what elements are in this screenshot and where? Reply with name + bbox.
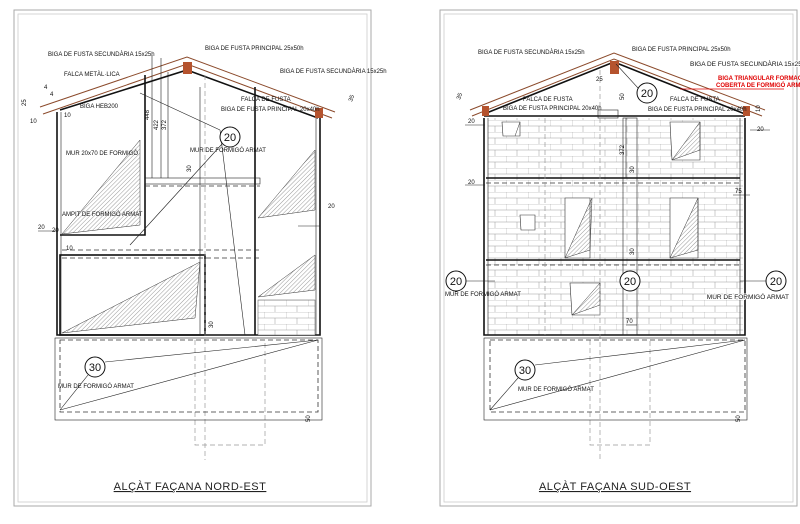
foundation [483, 337, 748, 421]
label-main-beam: BIGA DE FUSTA PRINCIPAL 25x50h [632, 47, 731, 53]
section-marker-20-right[interactable]: 20 [765, 270, 787, 292]
svg-text:75: 75 [735, 189, 742, 195]
main-beam-section [610, 61, 619, 74]
section-marker-20-top[interactable]: 20 [636, 82, 658, 104]
svg-text:25: 25 [596, 77, 603, 83]
label-main-beam-low: BIGA DE FUSTA PRINCIPAL 20x40h [221, 107, 320, 113]
section-marker-20-left[interactable]: 20 [445, 270, 467, 292]
label-sill: AMPIT DE FORMIGÓ ARMAT [62, 211, 143, 218]
sheet-frame-outer [13, 9, 372, 507]
label-metal-wedge: FALCA METÀL·LICA [64, 71, 120, 78]
svg-text:30: 30 [630, 166, 636, 173]
outer-wall [483, 118, 746, 336]
svg-text:422: 422 [154, 119, 160, 130]
section-marker-20-center[interactable]: 20 [619, 270, 641, 292]
main-beam-section [183, 62, 192, 74]
svg-text:4: 4 [50, 92, 54, 98]
section-marker-30[interactable]: 30 [514, 359, 536, 381]
section-marker-30[interactable]: 30 [84, 356, 106, 378]
floor-slabs [486, 177, 740, 261]
drawing-title: ALÇÀT FAÇANA NORD-EST [114, 480, 267, 493]
section-marker-20[interactable]: 20 [219, 126, 241, 148]
label-secondary-beam: BIGA DE FUSTA SECUNDÀRIA 15x25h [48, 51, 155, 58]
label-main-beam-low-right: BIGA DE FUSTA PRINCIPAL 20x40h [648, 107, 747, 113]
svg-text:10: 10 [756, 105, 762, 112]
svg-text:35: 35 [348, 94, 356, 103]
label-wood-wedge: FALCA DE FUSTA [523, 97, 573, 103]
label-wall-right: MUR DE FORMIGÓ ARMAT [707, 292, 789, 301]
svg-text:30: 30 [630, 248, 636, 255]
label-reinforced-wall: MUR DE FORMIGÓ ARMAT [190, 147, 266, 154]
svg-text:25: 25 [22, 99, 28, 106]
label-concrete-wall: MUR 20x70 DE FORMIGÓ [66, 150, 138, 157]
svg-text:20: 20 [468, 119, 475, 125]
dimension-lines [465, 118, 770, 326]
center-axis [194, 75, 266, 460]
label-triangular-beam: BIGA TRIANGULAR FORMACIÓ [718, 74, 800, 82]
sheet-frame-inner [17, 13, 368, 503]
center-axis [544, 70, 651, 460]
svg-text:10: 10 [30, 119, 37, 125]
roof-rafter [469, 52, 766, 117]
svg-text:30: 30 [89, 362, 101, 374]
windows [501, 121, 701, 316]
svg-text:4: 4 [44, 85, 48, 91]
svg-text:20: 20 [52, 228, 59, 234]
central-column [622, 117, 638, 336]
sheet-sud-oest: 20 20 20 20 30 BIGA DE FUSTA SECUNDÀRIA … [439, 9, 800, 507]
svg-text:20: 20 [450, 276, 462, 288]
chimney [597, 109, 619, 119]
label-main-beam-low: BIGA DE FUSTA PRINCIPAL 20x40h [503, 106, 602, 112]
eave-beam-section [315, 108, 323, 118]
svg-text:20: 20 [641, 88, 653, 100]
label-foundation-wall: MUR DE FORMIGÓ ARMAT [518, 386, 594, 393]
sheet-frame-inner [443, 13, 794, 503]
label-main-beam: BIGA DE FUSTA PRINCIPAL 25x50h [205, 46, 304, 52]
svg-text:50: 50 [620, 93, 626, 100]
svg-text:372: 372 [162, 119, 168, 130]
floor-slab [144, 177, 261, 185]
label-wood-wedge-right: FALCA DE FUSTA [670, 97, 720, 103]
svg-text:10: 10 [66, 246, 73, 252]
svg-text:20: 20 [757, 127, 764, 133]
label-triangular-beam-2: COBERTA DE FORMIGÓ ARMAT [716, 81, 800, 89]
svg-text:20: 20 [224, 132, 236, 144]
svg-text:70: 70 [626, 319, 633, 325]
svg-text:20: 20 [770, 276, 782, 288]
label-wall-left: MUR DE FORMIGÓ ARMAT [445, 291, 521, 298]
svg-text:20: 20 [624, 276, 636, 288]
svg-text:30: 30 [519, 365, 531, 377]
label-secondary-beam-right: BIGA DE FUSTA SECUNDÀRIA 15x25h [690, 59, 800, 68]
svg-text:20: 20 [468, 180, 475, 186]
sheet-frame-outer [439, 9, 798, 507]
svg-text:20: 20 [328, 204, 335, 210]
svg-text:50: 50 [306, 415, 312, 422]
dimension-lines [38, 55, 320, 232]
sheet-nord-est: 20 30 BIGA DE FUSTA SECUNDÀRIA 15x25h BI… [13, 9, 387, 507]
svg-text:372: 372 [620, 144, 626, 155]
svg-text:50: 50 [736, 415, 742, 422]
svg-text:10: 10 [64, 113, 71, 119]
brick-infill [257, 299, 316, 336]
svg-text:30: 30 [209, 321, 215, 328]
label-heb-beam: BIGA HEB200 [80, 104, 119, 110]
label-foundation-wall: MUR DE FORMIGÓ ARMAT [58, 383, 134, 390]
svg-text:30: 30 [187, 165, 193, 172]
svg-text:20: 20 [38, 225, 45, 231]
label-secondary-beam-right: BIGA DE FUSTA SECUNDÀRIA 15x25h [280, 68, 387, 75]
svg-text:448: 448 [145, 109, 151, 120]
hatched-wall-section [61, 139, 141, 235]
svg-text:35: 35 [456, 92, 464, 101]
label-wood-wedge: FALCA DE FUSTA [241, 97, 291, 103]
drawing-title: ALÇÀT FAÇANA SUD-OEST [539, 480, 691, 493]
interior-wall [60, 75, 256, 335]
foundation [54, 337, 323, 421]
label-secondary-beam: BIGA DE FUSTA SECUNDÀRIA 15x25h [478, 49, 585, 56]
